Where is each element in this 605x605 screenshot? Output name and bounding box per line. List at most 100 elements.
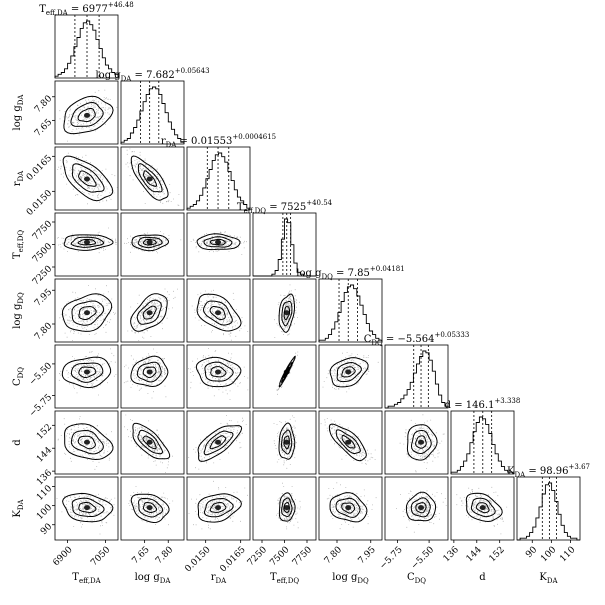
scatter-panel-d-vs-c_dq bbox=[384, 410, 449, 475]
density-core bbox=[215, 505, 222, 511]
panel-frame bbox=[120, 278, 185, 343]
density-core bbox=[345, 439, 352, 445]
panel-frame bbox=[54, 410, 119, 475]
panel-frame bbox=[120, 410, 185, 475]
histogram-bars bbox=[186, 152, 251, 210]
title-logg_da: log gDA​ = 7.682+0.05643 bbox=[95, 67, 209, 83]
contour-line bbox=[71, 300, 105, 326]
y-axis-label-d: d bbox=[12, 439, 23, 446]
contour-line bbox=[209, 238, 226, 246]
scatter-panel-logg_dq-vs-r_da bbox=[186, 278, 251, 343]
contour-line bbox=[281, 362, 293, 384]
contour-line bbox=[202, 300, 233, 326]
contour-line bbox=[341, 502, 356, 514]
density-core bbox=[146, 439, 153, 445]
density-core bbox=[215, 439, 222, 445]
x-tick-label: 0.0150 bbox=[183, 545, 213, 575]
density-core bbox=[345, 505, 352, 511]
y-tick-label: 7.80 bbox=[33, 94, 54, 115]
panel-frame bbox=[186, 278, 251, 343]
scatter-panel-logg_da-vs-teff_da bbox=[54, 80, 119, 145]
contour-line bbox=[63, 234, 114, 251]
contour-line bbox=[70, 236, 105, 248]
scatter-panel-logg_dq-vs-logg_da bbox=[120, 278, 185, 343]
contour-line bbox=[470, 497, 496, 518]
scatter-panel-k_da-vs-d bbox=[450, 476, 515, 541]
sample-points bbox=[326, 482, 377, 530]
contour-line bbox=[142, 238, 157, 246]
contour-line bbox=[78, 366, 97, 378]
scatter-panel-d-vs-teff_da bbox=[54, 410, 119, 475]
contour-line bbox=[130, 155, 169, 201]
contour-line bbox=[196, 293, 242, 332]
x-tick-label: 7500 bbox=[268, 545, 291, 568]
contour-line bbox=[137, 429, 164, 455]
scatter-panel-d-vs-teff_dq bbox=[252, 410, 317, 475]
contour-line bbox=[78, 502, 97, 514]
panel-frame bbox=[54, 80, 119, 145]
density-core bbox=[84, 239, 91, 245]
contour-line bbox=[210, 366, 227, 378]
title-teff_da: Teff,DA​ = 6977+46.48 bbox=[39, 1, 134, 17]
contour-line bbox=[64, 423, 114, 461]
histogram-bars bbox=[120, 86, 185, 144]
y-tick-label: 7250 bbox=[31, 264, 54, 287]
x-axis-label-r_da: rDA bbox=[211, 572, 227, 585]
contour-line bbox=[203, 497, 234, 518]
histogram-bars bbox=[318, 284, 383, 342]
panel-frame bbox=[384, 410, 449, 475]
scatter-panel-c_dq-vs-r_da bbox=[186, 344, 251, 409]
contour-line bbox=[203, 236, 233, 248]
panel-frame bbox=[120, 146, 185, 211]
x-tick-label: 100 bbox=[539, 545, 558, 564]
x-tick-label: 136 bbox=[442, 545, 461, 564]
x-tick-label: 90 bbox=[524, 545, 539, 560]
contour-line bbox=[142, 366, 157, 379]
contour-line bbox=[61, 356, 112, 389]
panel-frame bbox=[318, 410, 383, 475]
x-tick-label: 7.95 bbox=[357, 545, 378, 566]
x-axis-label-d: d bbox=[479, 572, 486, 583]
contour-line bbox=[341, 366, 356, 378]
contour-line bbox=[136, 299, 162, 325]
y-tick-label: 7750 bbox=[31, 219, 54, 242]
contour-line bbox=[130, 493, 170, 524]
scatter-panel-teff_dq-vs-r_da bbox=[186, 212, 251, 277]
x-axis-label-logg_dq: log gDQ bbox=[332, 572, 369, 585]
x-axis-label-logg_da: log gDA bbox=[135, 572, 172, 585]
contour-line bbox=[137, 163, 163, 193]
contour-line bbox=[405, 491, 437, 522]
title-k_da: KDA​ = 98.96+3.67 bbox=[507, 463, 590, 479]
x-tick-label: 6900 bbox=[51, 545, 74, 568]
y-tick-label: 136 bbox=[35, 468, 54, 487]
contour-line bbox=[197, 493, 242, 523]
title-r_da: rDA​ = 0.01553+0.0004615 bbox=[161, 133, 276, 149]
contour-line bbox=[130, 355, 169, 388]
contour-line bbox=[131, 234, 170, 252]
contour-line bbox=[328, 423, 367, 462]
histogram-bars bbox=[450, 416, 515, 474]
histogram-panel-d: d = 146.1+3.338 bbox=[445, 397, 520, 475]
panel-frame bbox=[384, 476, 449, 541]
scatter-panel-c_dq-vs-teff_dq bbox=[252, 344, 317, 409]
x-tick-label: 110 bbox=[558, 545, 577, 564]
y-tick-label: 0.0150 bbox=[25, 188, 55, 218]
x-tick-label: 7750 bbox=[291, 545, 314, 568]
panel-frame bbox=[186, 344, 251, 409]
y-axis-label-logg_da: log gDA bbox=[12, 94, 25, 131]
density-core bbox=[146, 176, 153, 182]
y-tick-label: −5.50 bbox=[28, 361, 55, 388]
contour-line bbox=[138, 497, 164, 518]
scatter-panel-d-vs-logg_dq bbox=[318, 410, 383, 475]
contour-line bbox=[63, 95, 114, 135]
contour-line bbox=[415, 435, 427, 449]
x-tick-label: 152 bbox=[488, 545, 507, 564]
contour-line bbox=[62, 492, 114, 523]
contour-line bbox=[70, 101, 104, 127]
histogram-bars bbox=[253, 218, 316, 277]
contour-line bbox=[335, 497, 361, 518]
panel-frame bbox=[318, 278, 383, 343]
contour-line bbox=[71, 163, 105, 193]
title-teff_dq: Teff,DQ​ = 7525+40.54 bbox=[237, 199, 333, 215]
density-core bbox=[283, 439, 290, 445]
